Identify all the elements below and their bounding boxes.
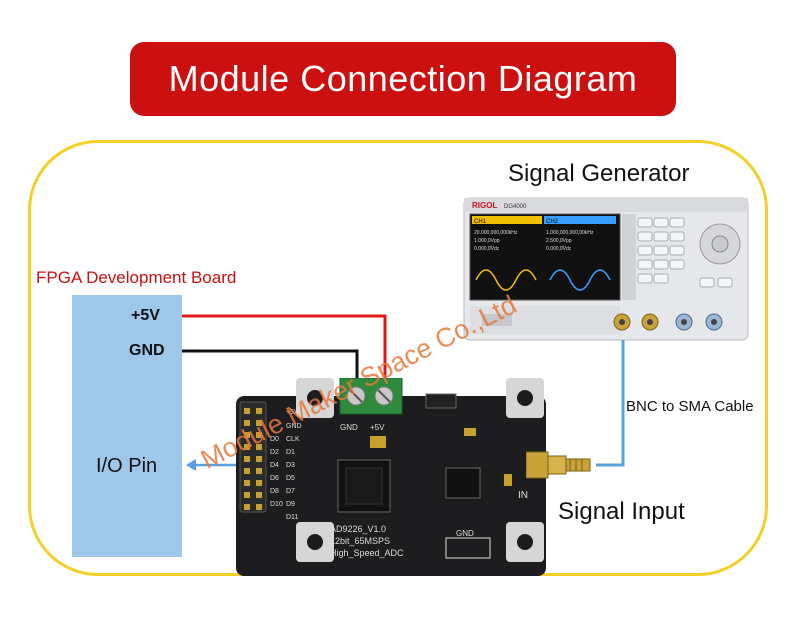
- generator-brand: RIGOL: [472, 201, 497, 210]
- svg-text:IN: IN: [518, 490, 528, 501]
- signal-generator-label: Signal Generator: [508, 160, 690, 187]
- svg-text:GND: GND: [340, 423, 358, 432]
- svg-text:High_Speed_ADC: High_Speed_ADC: [330, 548, 404, 558]
- svg-text:D2: D2: [270, 449, 279, 456]
- svg-text:D8: D8: [270, 488, 279, 495]
- adc-module-board: GND +5V +5V GND CLK D1 D3 D5 D7 D9 D11 D…: [236, 378, 546, 576]
- generator-model: DG4000: [504, 204, 527, 210]
- svg-text:0.000,0Vdc: 0.000,0Vdc: [474, 246, 500, 252]
- svg-text:D0: D0: [270, 436, 279, 443]
- fpga-io-pin: I/O Pin: [96, 455, 158, 477]
- fpga-pin-5v: +5V: [131, 307, 160, 324]
- svg-text:D4: D4: [270, 462, 279, 469]
- diagram-title: Module Connection Diagram: [168, 58, 638, 99]
- generator-screen: [469, 213, 621, 301]
- svg-text:+5V: +5V: [370, 423, 385, 432]
- wire-signal: [596, 340, 625, 467]
- fpga-board: [72, 295, 182, 557]
- svg-text:+5V: +5V: [286, 409, 299, 416]
- svg-text:D10: D10: [270, 501, 283, 508]
- svg-text:0.000,0Vdc: 0.000,0Vdc: [546, 246, 572, 252]
- fpga-pin-gnd: GND: [129, 342, 165, 359]
- svg-text:CH2: CH2: [546, 219, 559, 225]
- svg-text:D6: D6: [270, 475, 279, 482]
- svg-text:12bit_65MSPS: 12bit_65MSPS: [330, 536, 390, 546]
- svg-text:D1: D1: [286, 449, 295, 456]
- title-banner: Module Connection Diagram: [130, 42, 676, 116]
- sma-connector: [526, 451, 591, 479]
- svg-text:CLK: CLK: [286, 436, 300, 443]
- signal-generator: RIGOL DG4000 CH1 CH2 20.000,000,000kHz 1…: [463, 197, 749, 341]
- svg-text:2.500,0Vpp: 2.500,0Vpp: [546, 238, 572, 244]
- wire-5v: [182, 314, 387, 383]
- svg-text:20.000,000,000kHz: 20.000,000,000kHz: [474, 230, 518, 236]
- cable-label: BNC to SMA Cable: [626, 398, 754, 415]
- svg-text:1.000,0Vpp: 1.000,0Vpp: [474, 238, 500, 244]
- signal-input-label: Signal Input: [558, 498, 685, 525]
- svg-text:D3: D3: [286, 462, 295, 469]
- svg-text:1.000,000,000,00kHz: 1.000,000,000,00kHz: [546, 230, 594, 236]
- wire-gnd: [182, 349, 359, 383]
- svg-text:GND: GND: [456, 529, 474, 538]
- svg-text:AD9226_V1.0: AD9226_V1.0: [330, 524, 386, 534]
- svg-text:CH1: CH1: [474, 219, 487, 225]
- svg-text:D9: D9: [286, 501, 295, 508]
- svg-text:GND: GND: [286, 423, 302, 430]
- svg-text:D7: D7: [286, 488, 295, 495]
- svg-text:D5: D5: [286, 475, 295, 482]
- fpga-board-label: FPGA Development Board: [36, 268, 237, 287]
- svg-text:D11: D11: [286, 514, 298, 521]
